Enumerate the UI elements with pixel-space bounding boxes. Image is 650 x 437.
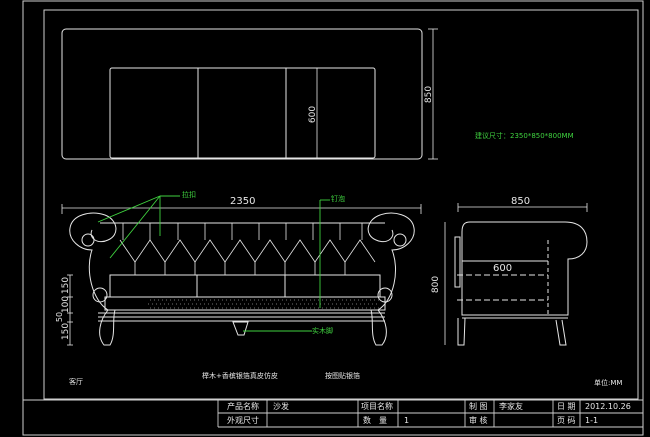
material-note: 榉木+香槟银箔真皮仿皮 [202, 372, 278, 380]
tb-drawn-by-label: 制 图 [469, 402, 488, 411]
dim-side-width: 850 [511, 196, 531, 207]
dim-front-height: 800 [431, 275, 442, 294]
tb-checked-label: 审 核 [469, 416, 488, 425]
tb-product-name-value: 沙发 [273, 402, 289, 411]
dim-left-2: 100 [61, 295, 72, 314]
front-view [61, 204, 446, 346]
callout-leaders [97, 195, 330, 332]
side-view [454, 203, 588, 346]
suggested-size-note: 建议尺寸：2350*850*800MM [475, 132, 574, 140]
dim-side-seat: 600 [493, 263, 513, 274]
dim-left-3: 50 [55, 311, 65, 323]
dim-top-outer: 850 [424, 85, 435, 104]
dim-top-inner: 600 [308, 105, 319, 124]
unit-label: 单位:MM [594, 379, 623, 387]
callout-tufting: 拉扣 [182, 191, 196, 199]
tb-date-value: 2012.10.26 [585, 402, 631, 411]
finish-note: 按图贴银箔 [325, 372, 360, 380]
tb-page-label: 页 码 [557, 416, 576, 425]
title-block-grid [217, 400, 643, 428]
drawing-border [22, 0, 644, 436]
tb-page-value: 1-1 [585, 416, 599, 425]
tb-size-label: 外观尺寸 [227, 416, 259, 425]
callout-nailhead: 钉泡 [331, 195, 345, 203]
dim-left-1: 150 [61, 276, 72, 295]
dim-left-4: 150 [61, 322, 72, 341]
dim-front-width: 2350 [230, 196, 256, 207]
tb-quantity-value: 1 [404, 416, 410, 425]
tb-product-name-label: 产品名称 [227, 402, 259, 411]
tb-drawn-by-value: 李家友 [499, 402, 523, 411]
tb-project-label: 项目名称 [361, 402, 393, 411]
top-view [61, 28, 438, 160]
callout-leg: 实木脚 [312, 327, 333, 335]
tb-quantity-label: 数 量 [363, 416, 387, 425]
room-label: 客厅 [69, 378, 83, 386]
tb-date-label: 日 期 [557, 402, 576, 411]
